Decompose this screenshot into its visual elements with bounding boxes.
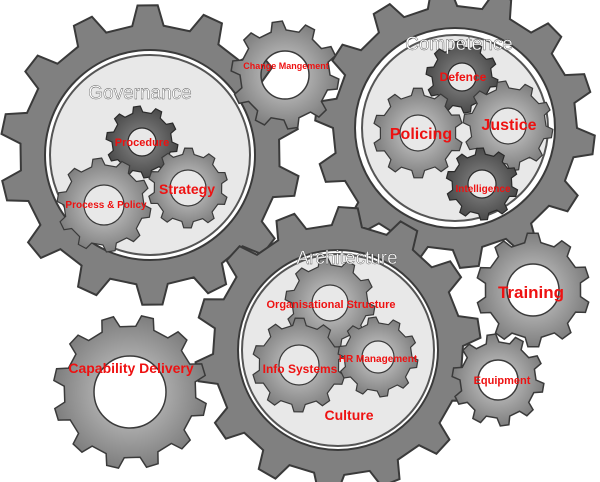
info-systems-gear	[252, 317, 346, 413]
justice-gear	[462, 80, 554, 172]
policing-label: Policing	[390, 126, 452, 143]
hr-management-label: HR Management	[339, 354, 418, 365]
culture-label: Culture	[325, 407, 374, 423]
equipment-label: Equipment	[474, 375, 531, 387]
defence-label: Defence	[440, 70, 487, 84]
strategy-gear	[148, 147, 228, 229]
procedure-label: Procedure	[115, 137, 169, 149]
strategy-label: Strategy	[159, 181, 215, 197]
architecture-gear	[194, 205, 482, 482]
justice-label: Justice	[481, 117, 536, 134]
equipment-gear	[451, 333, 545, 427]
process-policy-gear	[56, 157, 152, 253]
competence-label: Competence	[405, 34, 513, 55]
intelligence-label: Intelligence	[455, 184, 510, 195]
training-gear	[476, 232, 590, 348]
capability-delivery-gear	[53, 315, 207, 469]
training-label: Training	[498, 283, 564, 302]
governance-label: Governance	[88, 83, 192, 104]
process-policy-label: Process & Policy	[65, 200, 147, 211]
change-management-gear	[230, 20, 340, 130]
hr-management-gear	[337, 316, 419, 398]
change-management-label: Change Mangement	[243, 61, 329, 71]
policing-gear	[373, 87, 463, 179]
capability-delivery-label: Capability Delivery	[68, 360, 193, 376]
info-systems-label: Info Systems	[263, 362, 338, 376]
intelligence-gear	[445, 147, 519, 221]
architecture-label: Architecture	[296, 248, 397, 269]
org-structure-label: Organisational Structure	[267, 299, 396, 311]
